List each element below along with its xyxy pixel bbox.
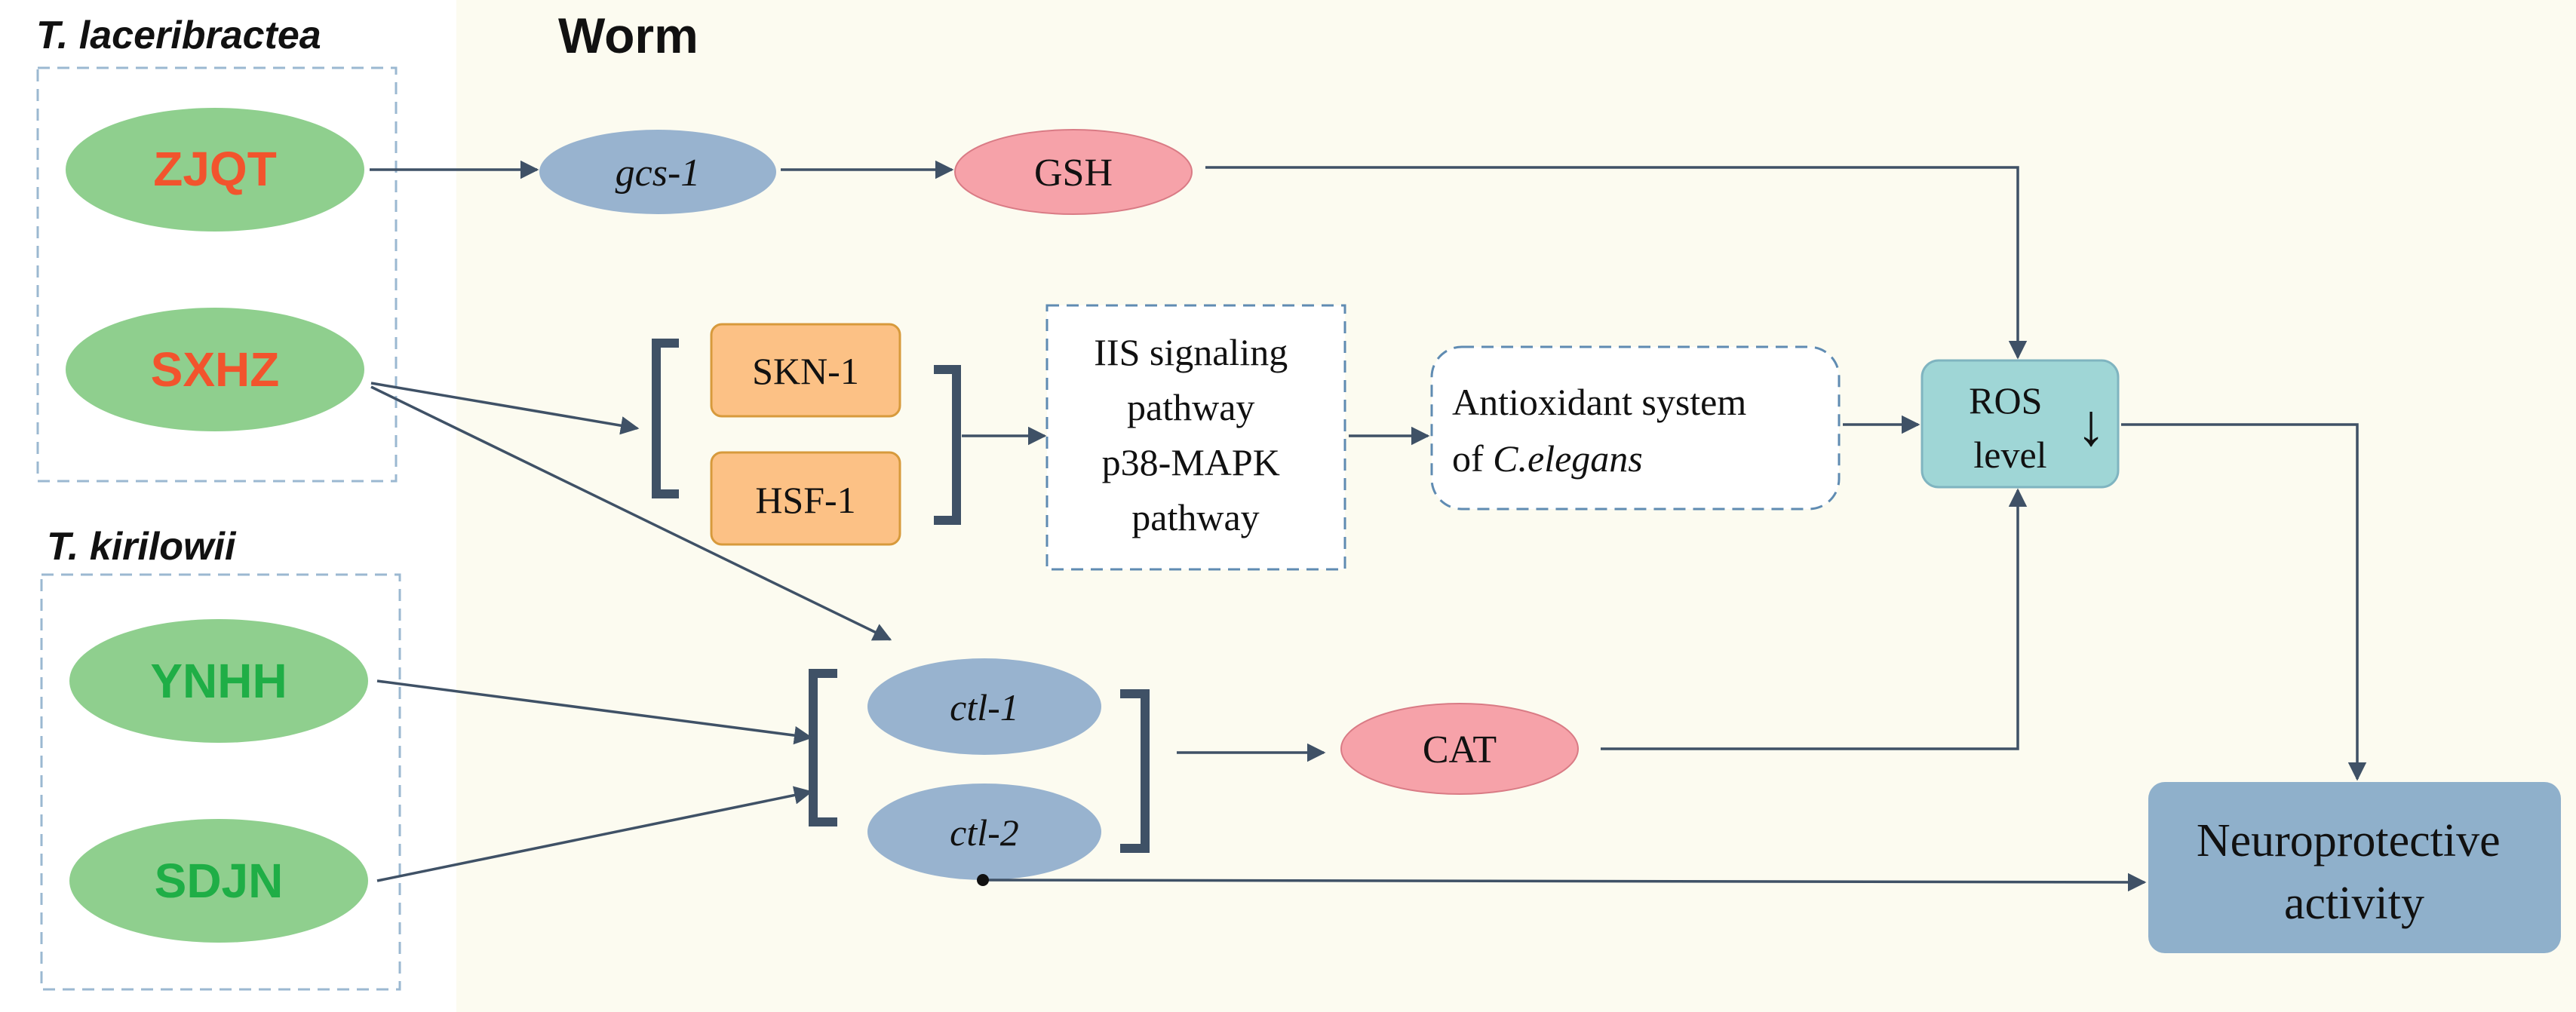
node-neuroprotective-activity [2148, 782, 2561, 953]
bracket-left-ctl [809, 669, 837, 826]
edge-origin-dot [977, 874, 989, 886]
group-title-laceribractea: T. laceribractea [36, 14, 321, 57]
group-box-laceribractea [36, 66, 398, 483]
pathway-line-1: IIS signaling [1094, 331, 1288, 373]
extract-sdjn [69, 819, 368, 943]
antioxidant-species: C.elegans [1493, 437, 1643, 480]
group-box-kirilowii [40, 573, 401, 991]
node-gsh [954, 129, 1193, 215]
pathway-line-3: p38-MAPK [1102, 441, 1280, 483]
node-antioxidant-system [1430, 345, 1841, 511]
node-skn-1 [710, 323, 901, 418]
extract-ynhh-label: YNHH [150, 654, 287, 708]
node-pathway-box [1045, 304, 1346, 571]
edge-sxhz-ctl1 [370, 385, 892, 641]
node-gcs-1 [539, 130, 776, 214]
bracket-left-tf [652, 339, 679, 498]
antioxidant-line-1: Antioxidant system [1452, 381, 1746, 423]
edge-ctl2-neuro [982, 872, 2147, 892]
node-ctl-2-label: ctl-2 [950, 811, 1019, 854]
extract-ynhh [69, 619, 368, 743]
edge-sxhz-tf [370, 382, 640, 435]
node-cat-label: CAT [1423, 728, 1497, 771]
node-skn-1-label: SKN-1 [752, 350, 859, 392]
extract-sxhz [66, 308, 364, 431]
node-hsf-1 [710, 451, 901, 546]
antioxidant-of: of [1452, 437, 1493, 480]
node-cat [1340, 703, 1579, 795]
edge-ynhh-ctl [376, 679, 813, 745]
node-ros-level [1920, 359, 2120, 489]
connector-lines [370, 160, 2367, 892]
extract-sxhz-label: SXHZ [151, 342, 280, 397]
ros-line-2: level [1973, 434, 2046, 476]
extract-sdjn-label: SDJN [155, 854, 284, 908]
bracket-right-ctl [1120, 689, 1150, 853]
worm-title: Worm [558, 8, 698, 63]
node-gsh-label: GSH [1034, 152, 1113, 195]
edge-sdjn-ctl [376, 786, 813, 882]
node-pathway-label: IIS signaling pathway p38-MAPK pathway [1094, 331, 1297, 538]
node-hsf-1-label: HSF-1 [755, 479, 855, 521]
group-title-kirilowii: T. kirilowii [47, 525, 237, 569]
neuro-line-1: Neuroprotective [2197, 815, 2501, 866]
antioxidant-line-2: of C.elegans [1452, 437, 1643, 480]
extract-zjqt-label: ZJQT [153, 142, 277, 196]
node-ctl-1-label: ctl-1 [950, 686, 1019, 728]
down-arrow-icon: ↓ [2077, 391, 2106, 458]
node-neuroprotective-label: Neuroprotective activity [2197, 815, 2512, 929]
edge-ros-neuro [2121, 423, 2367, 781]
pathway-line-4: pathway [1131, 496, 1259, 538]
ros-line-1: ROS [1969, 379, 2042, 422]
node-ctl-2 [867, 784, 1101, 880]
edge-cat-ros [1601, 488, 2028, 750]
edge-gsh-ros [1205, 166, 2028, 360]
node-ctl-1 [867, 658, 1101, 755]
node-gcs-1-label: gcs-1 [616, 152, 701, 195]
pathway-line-2: pathway [1127, 386, 1254, 428]
node-ros-label: ROS level [1969, 379, 2052, 476]
neuro-line-2: activity [2284, 878, 2424, 929]
bracket-right-tf [934, 365, 961, 525]
extract-zjqt [66, 108, 364, 232]
